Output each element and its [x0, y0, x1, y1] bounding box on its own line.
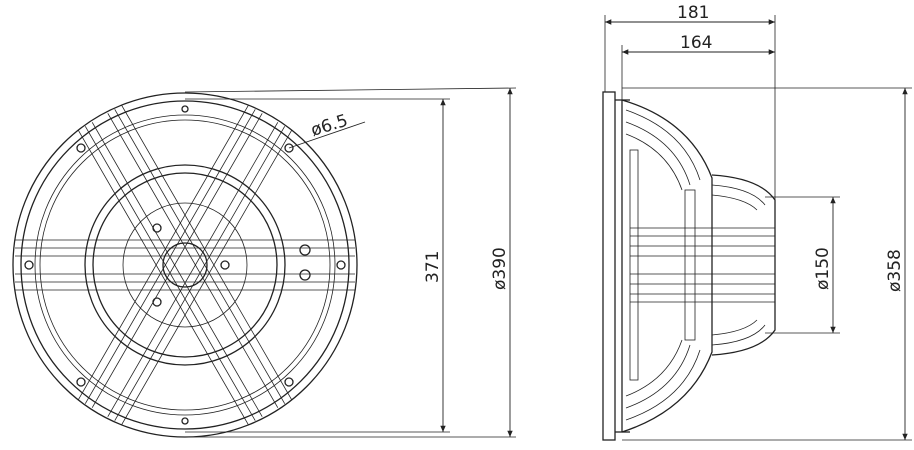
mounting-holes [24, 105, 346, 425]
overall-depth-label: 181 [677, 3, 709, 23]
side-dimensions: 181 164 ø150 ø358 [604, 3, 912, 441]
front-dimensions: 371 ø390 [184, 87, 517, 438]
outer-diameter-label: ø390 [490, 247, 510, 290]
depth-from-flange-label: 164 [680, 33, 712, 53]
front-view: ø6.5 [12, 92, 366, 438]
magnet-diameter-label: ø150 [813, 247, 833, 290]
bolt-circle-label: 371 [423, 251, 443, 283]
cutout-diameter-label: ø358 [885, 249, 905, 292]
mount-hole-label: ø6.5 [309, 111, 351, 141]
side-view [602, 91, 776, 441]
